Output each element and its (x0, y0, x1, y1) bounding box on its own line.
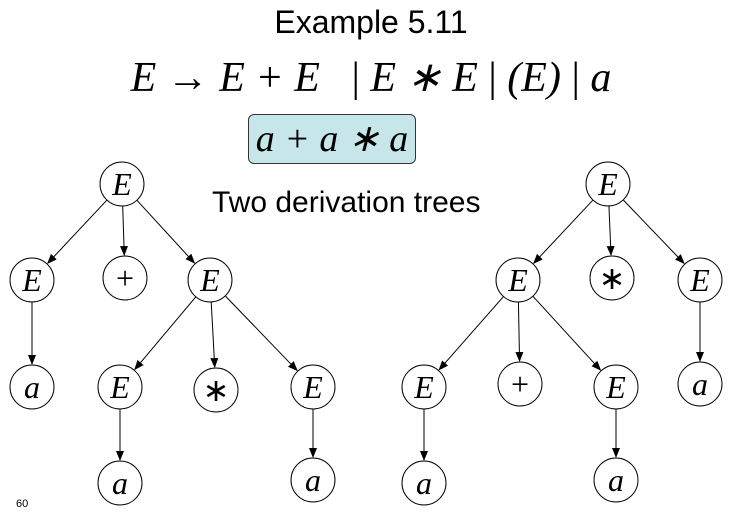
tree-node-label: a (305, 462, 321, 498)
tree-node (290, 364, 336, 410)
tree-node-label: a (24, 369, 40, 405)
page-number: 60 (16, 498, 29, 510)
tree-node (497, 361, 543, 407)
expression-box: a + a ∗ a (248, 114, 416, 164)
tree-node-label: ∗ (599, 260, 626, 296)
tree-node (97, 460, 143, 506)
tree-edge (47, 199, 108, 264)
tree-node (593, 457, 639, 503)
tree-node (9, 257, 55, 303)
grammar-alt-3: (E) (507, 55, 561, 101)
derivation-tree-1: E E + Ea E ∗ Ea a (9, 161, 336, 506)
grammar-alt-4: a (590, 55, 612, 101)
tree-node (193, 367, 239, 413)
tree-edge (533, 199, 594, 264)
tree-node (495, 257, 541, 303)
tree-node-label: + (116, 260, 134, 296)
grammar-arrow: → (166, 55, 209, 101)
grammar-separator: | (351, 55, 360, 101)
tree-edge (438, 296, 504, 371)
tree-node-label: E (21, 262, 42, 298)
tree-node (677, 257, 723, 303)
tree-edge (515, 301, 524, 363)
tree-node (401, 364, 447, 410)
tree-edge (210, 301, 219, 369)
tree-node-label: + (511, 366, 529, 402)
tree-node-label: E (109, 369, 130, 405)
tree-node-label: E (507, 262, 528, 298)
tree-node (97, 364, 143, 410)
tree-node-label: E (413, 369, 434, 405)
tree-node-label: a (608, 462, 624, 498)
tree-node-label: E (689, 262, 710, 298)
grammar-alt-1: E + E (219, 55, 320, 101)
tree-node (99, 161, 145, 207)
grammar-separator: | (571, 55, 580, 101)
tree-node (102, 255, 148, 301)
tree-node-label: a (692, 366, 708, 402)
tree-node (593, 364, 639, 410)
tree-node (585, 161, 631, 207)
grammar-alt-2: E ∗ E (370, 55, 478, 101)
tree-edge (622, 199, 685, 265)
tree-node (187, 257, 233, 303)
tree-node (677, 361, 723, 407)
tree-node-label: E (199, 262, 220, 298)
tree-node-label: a (416, 465, 432, 501)
tree-node-label: a (112, 465, 128, 501)
tree-node (401, 460, 447, 506)
tree-edge (134, 296, 197, 371)
tree-node (290, 457, 336, 503)
tree-node (589, 255, 635, 301)
tree-edge (136, 199, 196, 264)
tree-node (9, 364, 55, 410)
tree-edge (224, 295, 298, 372)
slide-title: Example 5.11 (274, 4, 468, 40)
tree-node-label: E (302, 369, 323, 405)
tree-edge (606, 205, 615, 257)
grammar-rule: E → E + E | E ∗ E | (E) | a (0, 52, 742, 102)
tree-edge (119, 205, 128, 257)
tree-node-label: ∗ (203, 372, 230, 408)
subtitle: Two derivation trees (212, 186, 481, 219)
tree-node-label: E (597, 166, 618, 202)
tree-node-label: E (605, 369, 626, 405)
grammar-separator: | (488, 55, 497, 101)
grammar-lhs: E (130, 55, 157, 101)
tree-node-label: E (111, 166, 132, 202)
tree-edge (532, 295, 602, 371)
